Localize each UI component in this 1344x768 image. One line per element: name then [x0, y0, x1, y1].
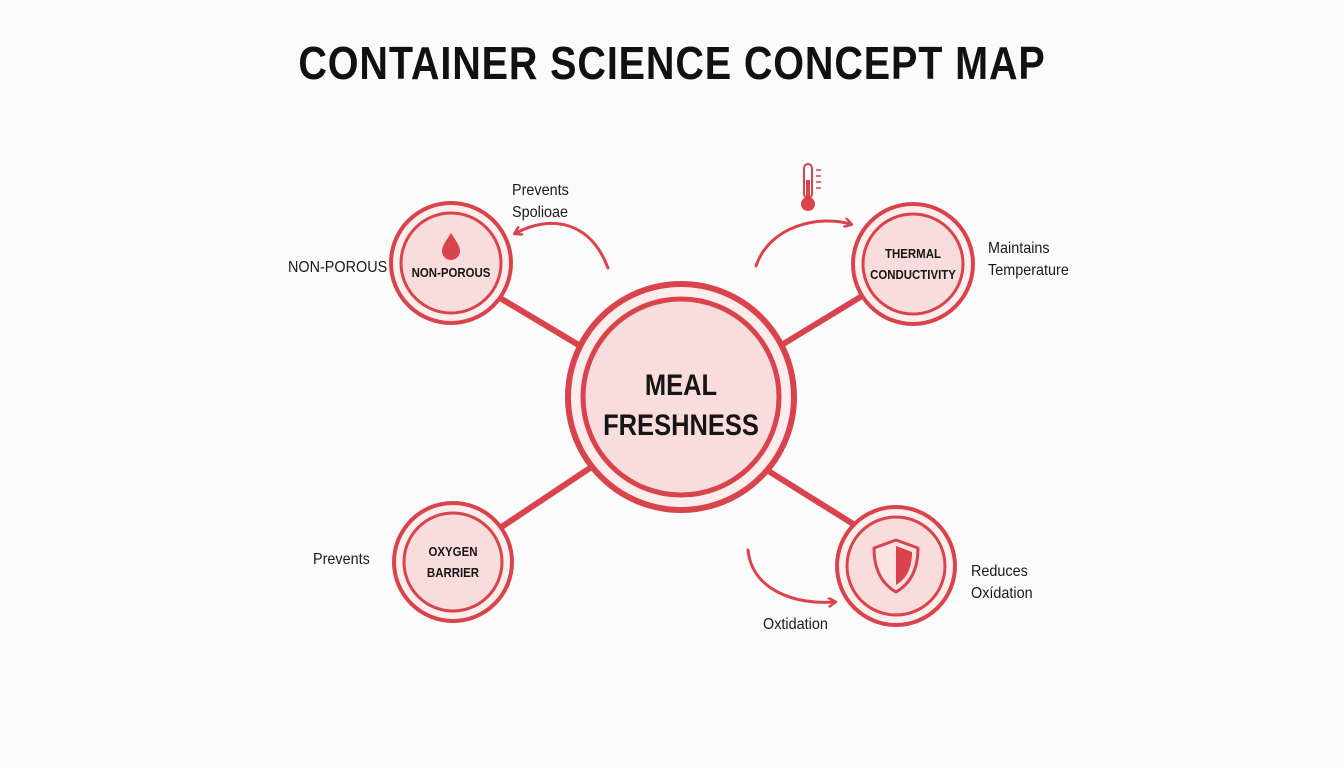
- node-thermal-conductivity: [851, 202, 975, 326]
- center-label-line1: MEAL: [644, 369, 718, 402]
- oxygen-side-label: Prevents: [313, 551, 370, 568]
- arrow-oxidation: [746, 548, 834, 602]
- center-node-label: MEAL FRESHNESS: [571, 366, 791, 446]
- oxygen-label-line1: OXYGEN: [428, 544, 478, 559]
- thermal-node-label: THERMAL CONDUCTIVITY: [853, 243, 973, 285]
- center-label-line2: FRESHNESS: [603, 409, 759, 442]
- thermal-side-line2: Temperature: [988, 262, 1069, 279]
- non-porous-label: NON-POROUS: [411, 265, 491, 280]
- thermal-label-line2: CONDUCTIVITY: [870, 267, 956, 282]
- connector-thermal: [777, 293, 865, 349]
- thermal-side-label: Maintains Temperature: [988, 238, 1069, 282]
- connector-non-porous: [497, 295, 585, 350]
- connector-oxidation: [767, 469, 861, 530]
- center-node: [565, 281, 797, 513]
- oxidation-side-label: Reduces Oxídation: [971, 561, 1033, 605]
- shield-icon: [872, 538, 920, 594]
- thermometer-icon: [801, 163, 821, 211]
- node-oxygen-barrier: [392, 501, 514, 623]
- oxygen-node-label: OXYGEN BARRIER: [393, 541, 513, 583]
- oxygen-label-line2: BARRIER: [426, 565, 480, 580]
- connectors: [497, 293, 865, 531]
- non-porous-side-label: NON-POROUS: [288, 259, 388, 276]
- non-porous-node-label: NON-POROUS: [391, 262, 511, 283]
- oxidation-side-line2: Oxídation: [971, 585, 1033, 602]
- oxidation-annotation: Oxtidation: [763, 616, 828, 633]
- node-non-porous: [389, 201, 513, 325]
- water-drop-icon: [442, 233, 460, 260]
- arrow-thermal: [754, 221, 850, 268]
- thermal-label-line1: THERMAL: [885, 246, 941, 261]
- thermal-side-line1: Maintains: [988, 240, 1050, 257]
- oxidation-side-line1: Reduces: [971, 563, 1028, 580]
- annotation-line1: Prevents: [512, 182, 569, 199]
- annotation-line2: Spolioae: [512, 204, 569, 221]
- arrow-prevents-spoilage: [516, 221, 610, 270]
- connector-oxygen: [497, 465, 593, 531]
- prevents-spoilage-annotation: Prevents Spolioae: [512, 180, 569, 224]
- page-title: CONTAINER SCIENCE CONCEPT MAP: [298, 37, 1046, 89]
